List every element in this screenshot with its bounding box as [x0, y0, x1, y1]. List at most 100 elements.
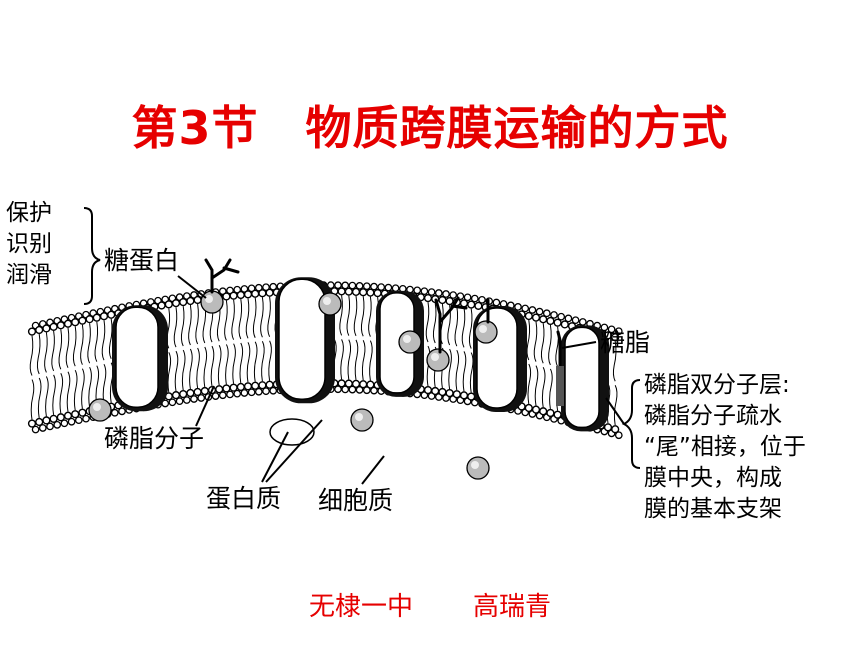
- protein: [564, 326, 600, 429]
- phospholipid-head: [524, 403, 533, 413]
- phospholipid-tail: [455, 349, 460, 391]
- sugar-chain: [222, 266, 240, 274]
- phospholipid-head: [614, 327, 623, 336]
- phospholipid-head: [182, 396, 191, 404]
- bilayer-note-line-4: 膜中央，构成: [644, 465, 782, 491]
- phospholipid-tail: [232, 343, 236, 384]
- phospholipid-tails: [29, 295, 618, 426]
- phospholipid-head: [35, 417, 44, 427]
- phospholipid-tail: [87, 323, 91, 364]
- phospholipid-head: [42, 416, 51, 425]
- phospholipid-head: [553, 410, 562, 419]
- phospholipid-tail: [246, 342, 251, 383]
- phospholipid-head: [190, 395, 198, 403]
- phospholipid-head: [478, 295, 486, 304]
- protein-pointer-2: [265, 419, 323, 483]
- globular-protein-highlight: [355, 413, 363, 421]
- phospholipid-head: [218, 287, 227, 296]
- phospholipid-tail: [72, 326, 77, 367]
- phospholipid-head: [38, 424, 47, 432]
- globular-protein: [318, 292, 342, 316]
- phospholipid-head: [611, 425, 620, 434]
- phospholipid-tail: [252, 297, 257, 338]
- phospholipid-tail: [66, 371, 71, 412]
- cytoplasm-pointer: [361, 455, 385, 485]
- globular-protein: [466, 456, 490, 480]
- phospholipid-head: [521, 304, 530, 313]
- phospholipid-head: [600, 323, 609, 332]
- phospholipid-head: [240, 389, 249, 397]
- phospholipid-head: [247, 388, 256, 397]
- phospholipid-head: [362, 386, 371, 395]
- phospholipid-tail: [101, 320, 106, 361]
- cytoplasm-label: 细胞质: [318, 486, 394, 515]
- phospholipid-head: [348, 385, 357, 394]
- phospholipid-head: [553, 318, 562, 327]
- phospholipid-tail: [268, 340, 272, 381]
- phospholipid-tail: [541, 367, 546, 408]
- phospholipid-tail: [468, 308, 473, 349]
- phospholipid-tail: [30, 379, 35, 420]
- phospholipid-tail: [203, 346, 208, 388]
- globular-protein: [200, 290, 224, 314]
- bilayer-note-line-3: “尾”相接，位于: [644, 434, 806, 460]
- phospholipid-head: [74, 416, 83, 425]
- phospholipid-head: [341, 281, 350, 290]
- phospholipid-tail: [224, 300, 228, 341]
- phospholipid-tail: [454, 306, 459, 347]
- globular-protein-highlight: [205, 295, 213, 303]
- phospholipid-head: [35, 325, 44, 335]
- bilayer-note-line-1: 磷脂双分子层:: [644, 372, 790, 398]
- phospholipid-tail: [526, 319, 531, 361]
- globular-protein-highlight: [323, 297, 331, 305]
- globular-protein: [350, 408, 374, 432]
- glycolipid-stem: [556, 366, 564, 406]
- phospholipid-tail: [95, 365, 100, 406]
- phospholipid-tail: [245, 298, 250, 339]
- phospholipid-head: [334, 385, 342, 394]
- phospholipid-tail: [52, 374, 56, 415]
- globular-protein-highlight: [403, 335, 411, 343]
- bilayer-note-line-5: 膜的基本支架: [644, 496, 782, 522]
- phospholipid-tail: [88, 366, 92, 408]
- phospholipid-head: [362, 282, 371, 291]
- sugar-chain: [450, 304, 468, 310]
- phospholipid-head: [110, 408, 119, 417]
- phospholipid-tail: [613, 385, 618, 426]
- phospholipid-tail: [267, 296, 271, 337]
- phospholipid-tail: [94, 321, 99, 362]
- phospholipid-head: [571, 316, 580, 325]
- phospholipid-tail: [189, 348, 193, 390]
- phospholipid-head: [31, 425, 40, 434]
- phospholipid-pointer: [195, 385, 215, 427]
- phospholipid-tail: [217, 345, 222, 386]
- phospholipid-tail: [462, 351, 467, 392]
- phospholipid-head: [603, 423, 613, 432]
- phospholipid-tail: [425, 301, 430, 343]
- phospholipid-head: [463, 293, 472, 302]
- phospholipid-tail: [108, 318, 113, 359]
- phospholipid-head: [247, 284, 256, 293]
- functions-brace: [83, 207, 101, 305]
- protein: [115, 306, 159, 409]
- phospholipid-head: [262, 387, 270, 396]
- phospholipid-head: [60, 419, 69, 428]
- phospholipid-head: [118, 407, 126, 416]
- phospholipid-tail: [354, 339, 359, 380]
- school-name: 无棣一中: [308, 592, 413, 622]
- function-protect: 保护: [6, 200, 52, 226]
- glycoprotein-label: 糖蛋白: [104, 246, 180, 275]
- phospholipid-head: [434, 289, 443, 297]
- globular-protein-highlight: [479, 325, 487, 333]
- phospholipid-tail: [44, 332, 48, 373]
- phospholipid-tail: [260, 297, 264, 338]
- phospholipid-head: [557, 312, 566, 321]
- phospholipid-head: [56, 413, 65, 422]
- phospholipid-head: [27, 327, 37, 336]
- protein-label: 蛋白质: [206, 484, 282, 513]
- phospholipid-tail: [59, 373, 64, 414]
- phospholipid-head: [550, 311, 558, 319]
- phospholipid-head: [492, 298, 501, 307]
- phospholipid-head: [161, 399, 170, 408]
- phospholipid-head: [564, 314, 573, 323]
